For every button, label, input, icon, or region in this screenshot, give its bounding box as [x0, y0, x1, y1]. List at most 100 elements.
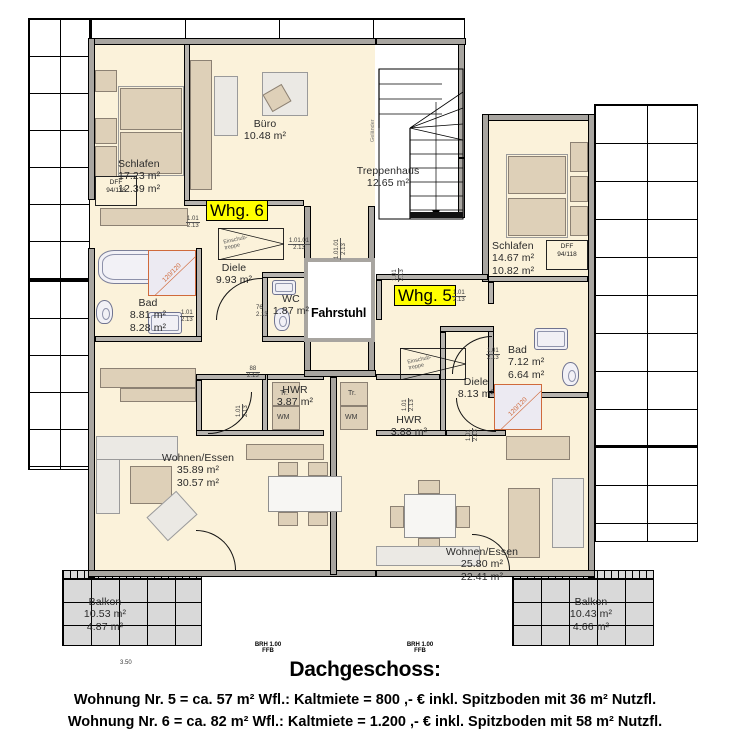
dining-chair-whg5-3: [390, 506, 404, 528]
room-label-treppenhaus: Treppenhaus 12.65 m²: [340, 165, 436, 190]
door-height: 2.13: [181, 317, 193, 323]
wall-treppenhaus-south: [376, 274, 488, 280]
door-height: 2.13: [247, 373, 259, 379]
shower-whg6: 120/120: [148, 250, 196, 296]
sofa-whg5: [508, 488, 540, 558]
shelf-whg5: [552, 478, 584, 548]
room-label-balkon-whg6: Balkon 10.53 m² 4.87 m²: [62, 596, 148, 633]
room-label-wohnen-whg6: Wohnen/Essen 35.89 m² 30.57 m²: [146, 452, 250, 489]
sink-whg6-wc: [272, 280, 296, 295]
roof-grid-left-lower: [28, 280, 90, 470]
room-name: WC: [282, 293, 300, 305]
skylight-size: 94/118: [106, 187, 126, 195]
exterior-wall-south-left: [88, 570, 376, 577]
exterior-wall-north-right: [485, 114, 595, 121]
room-area-gross: 14.67 m²: [492, 252, 535, 265]
caption-line-1: Wohnung Nr. 5 = ca. 57 m² Wfl.: Kaltmiet…: [73, 692, 657, 708]
room-label-balkon-whg5: Balkon 10.43 m² 4.66 m²: [548, 596, 634, 633]
floor-slab-stairhall: [375, 44, 485, 280]
wall-hwr-w5-south: [376, 430, 446, 436]
dining-chair-whg6-2: [308, 462, 328, 476]
bed-whg6-right: [120, 132, 182, 174]
kitchen-counter-whg6-b: [120, 388, 196, 402]
dining-chair-whg6-3: [278, 512, 298, 526]
door-width: 1.01.01: [334, 237, 341, 260]
room-area-gross: 3.88 m²: [390, 426, 428, 439]
room-area-gross: 3.87 m²: [276, 396, 314, 409]
room-name: Wohnen/Essen: [161, 452, 235, 464]
room-area-gross: 10.53 m²: [83, 608, 127, 621]
apartment-tag-whg5[interactable]: Whg. 5: [394, 285, 456, 307]
door-dim-whg6-b: 1.01.01 2.13: [288, 238, 311, 251]
window-annotation-left: BRH 1.00 FFB: [228, 642, 308, 655]
door-width: 1.01: [486, 348, 500, 355]
door-dim-hwr-whg5: 1.01 2.13: [402, 398, 415, 412]
exterior-wall-upper-right-west: [482, 114, 489, 282]
exterior-wall-east: [588, 114, 595, 578]
balcony-whg6-deck: [62, 578, 202, 646]
room-label-schlafen-whg6: Schlafen 17.23 m² 12.39 m²: [118, 158, 202, 195]
door-height: 2.13: [187, 223, 199, 229]
kitchen-counter-whg6: [100, 368, 196, 388]
caption-line-2: Wohnung Nr. 6 = ca. 82 m² Wfl.: Kaltmiet…: [67, 714, 663, 730]
wall-wohnen-w6-north: [196, 374, 266, 380]
room-label-schlafen-whg5: Schlafen 14.67 m² 10.82 m²: [492, 240, 568, 277]
door-width: 1.01: [180, 310, 194, 317]
door-dim-hwr-whg6: 88 2.13: [246, 366, 260, 379]
room-label-bad-whg6: Bad 8.81 m² 8.28 m²: [112, 297, 184, 334]
apartment-tag-whg6[interactable]: Whg. 6: [206, 200, 268, 222]
exterior-wall-north: [90, 38, 376, 45]
door-dim-diele-whg5: 1.01 2.13: [466, 428, 479, 442]
dining-table-whg6: [268, 476, 342, 512]
skylight-size: 94/118: [557, 251, 577, 259]
bed-whg5-right: [508, 198, 566, 236]
room-name: HWR: [282, 384, 308, 396]
door-width: 1.01.01: [288, 238, 311, 245]
exterior-wall-stairhall-north: [376, 38, 466, 45]
skylight-dff-whg5: DFF 94/118: [546, 240, 588, 270]
sink-whg5-bad: [534, 328, 568, 350]
door-dim-whg6-a: 1.01 2.13: [186, 216, 200, 229]
nightstand-whg5-top: [570, 176, 588, 202]
closet-whg6-buero: [214, 76, 238, 136]
sofa-whg6-top: [96, 436, 178, 460]
room-name: Büro: [253, 118, 277, 130]
exterior-wall-south-right: [376, 570, 595, 577]
room-area-gross: 12.65 m²: [366, 177, 410, 190]
room-label-hwr-whg5: HWR 3.88 m²: [376, 414, 442, 439]
room-area-net: 8.28 m²: [129, 321, 167, 334]
elevator-label: Fahrstuhl: [311, 306, 367, 320]
wardrobe-whg5: [570, 142, 588, 172]
wall-diele-w5-north: [440, 326, 494, 332]
room-area-net: 30.57 m²: [176, 476, 220, 489]
room-name: Balkon: [574, 596, 608, 608]
room-name: Diele: [463, 376, 489, 388]
room-label-wc-whg6: WC 1.87 m²: [262, 293, 320, 318]
toilet-whg6-bad: [96, 300, 113, 324]
wall-bad-south: [95, 336, 202, 342]
wall-core-south: [304, 370, 376, 377]
dryer-label-whg6: Tr.: [280, 390, 288, 397]
door-dim-bad-whg5: 1.01 2.13: [486, 348, 500, 361]
dryer-whg6: [272, 382, 300, 406]
bed-whg5-left: [508, 156, 566, 194]
room-area-net: 4.87 m²: [86, 620, 124, 633]
wc-door-height: 2.13: [256, 312, 268, 318]
dining-chair-whg6-1: [278, 462, 298, 476]
door-height: 2.13: [399, 269, 405, 281]
skylight-label: DFF: [109, 179, 123, 186]
room-area-gross: 10.48 m²: [243, 130, 287, 143]
door-width: 1.01: [452, 290, 466, 297]
room-area-gross: 7.12 m²: [508, 356, 545, 369]
door-height: 2.13: [487, 355, 499, 361]
nightstand-whg6-top: [95, 70, 117, 92]
elevator-shaft: [304, 258, 375, 342]
door-height: 2.13: [293, 245, 305, 251]
room-area-net: 22.41 m²: [460, 570, 504, 583]
bed-frame-whg5: [506, 154, 568, 238]
wall-wohnen-w6-east: [196, 380, 202, 436]
wall-whg5-north-stub: [376, 280, 382, 320]
room-area-net: 10.82 m²: [492, 264, 535, 277]
elevator-door-dim: 1.01.01 2.13: [334, 237, 347, 260]
